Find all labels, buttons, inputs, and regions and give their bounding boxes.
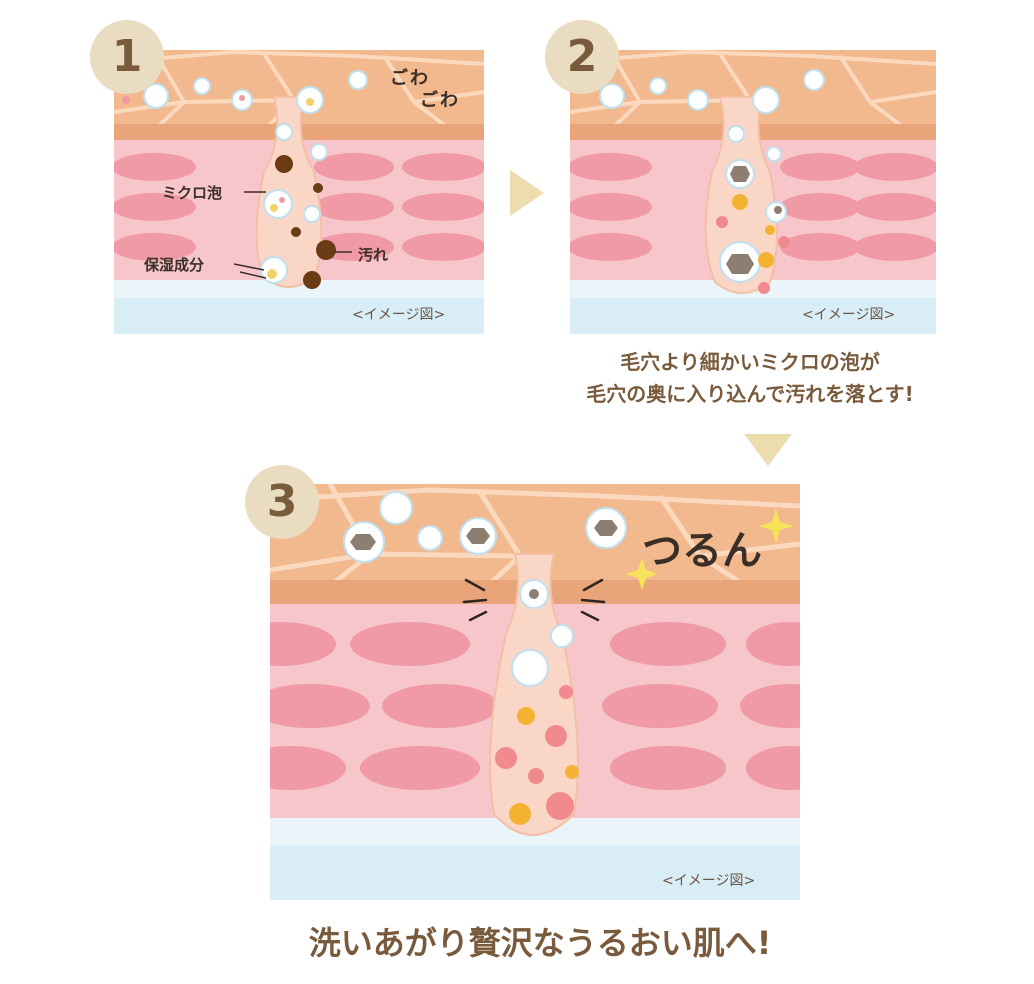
step-2-skin-diagram [570, 49, 936, 334]
step-1-badge: 1 [90, 20, 164, 94]
step-1-panel: ご わ ご わ ミクロ泡 保湿成分 汚れ <イメージ図> [114, 42, 484, 334]
arrow-down-icon [744, 434, 792, 466]
step-2-badge: 2 [545, 20, 619, 94]
description-line-1: 毛穴より細かいミクロの泡が [620, 350, 880, 374]
arrow-right-icon [510, 170, 544, 216]
rough-text-3: ご [420, 90, 438, 111]
description-line-2: 毛穴の奥に入り込んで汚れを落とす! [586, 382, 914, 406]
label-micro-foam: ミクロ泡 [162, 184, 223, 202]
rough-text-1: ご [390, 68, 408, 89]
rough-text-4: わ [440, 90, 458, 111]
step-2-panel: <イメージ図> [570, 42, 936, 334]
smooth-text: つるん [642, 528, 762, 574]
step-1-caption: <イメージ図> [352, 307, 446, 323]
step-2-description: 毛穴より細かいミクロの泡が 毛穴の奥に入り込んで汚れを落とす! [520, 346, 980, 410]
label-dirt: 汚れ [358, 246, 389, 264]
step-2-caption: <イメージ図> [802, 307, 896, 323]
step-3-badge: 3 [245, 465, 319, 539]
step-3-skin-diagram [270, 484, 800, 900]
final-message: 洗いあがり贅沢なうるおい肌へ! [308, 924, 772, 962]
rough-text-2: わ [410, 68, 428, 89]
step-3-panel: つるん <イメージ図> [270, 484, 800, 900]
step-3-caption: <イメージ図> [662, 873, 756, 889]
step-1-skin-diagram [114, 49, 484, 334]
label-moisturizer: 保湿成分 [144, 256, 205, 274]
